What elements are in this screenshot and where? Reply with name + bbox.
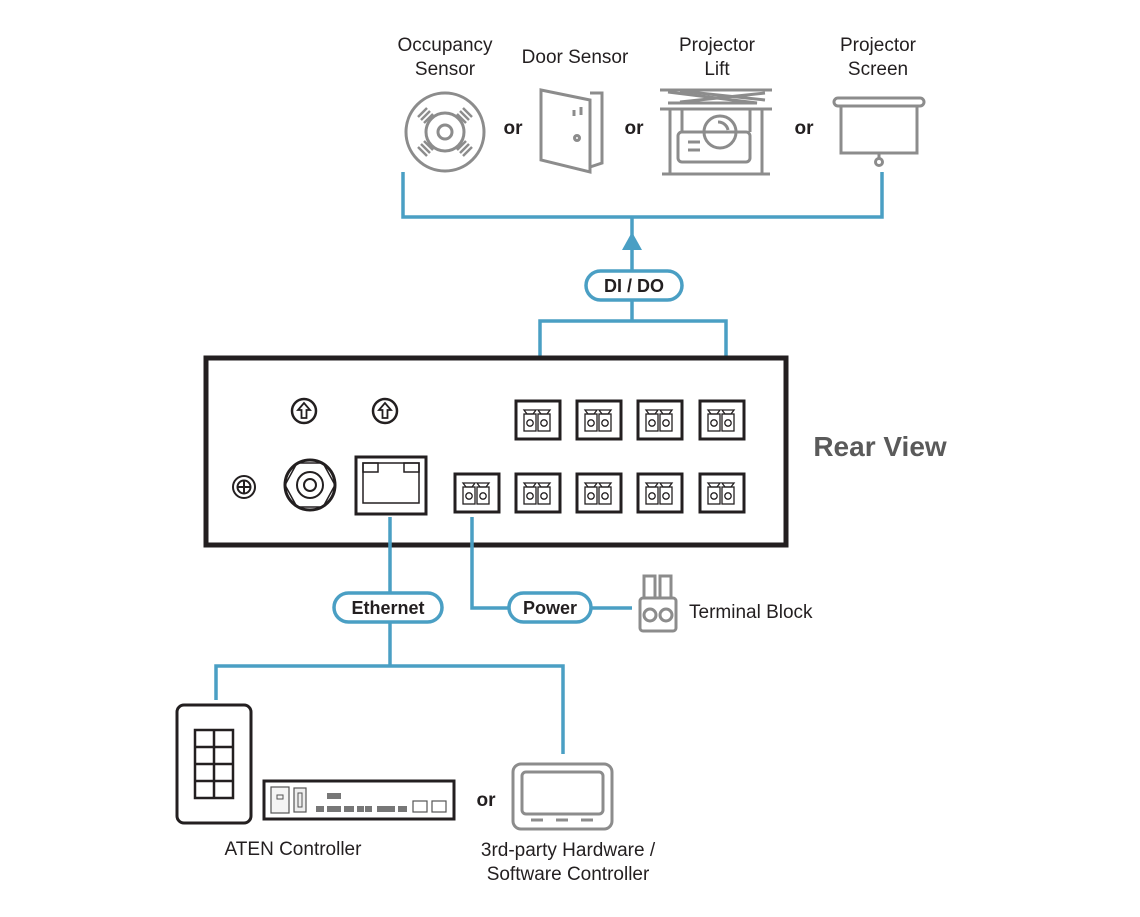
aten-controller-label: ATEN Controller bbox=[225, 839, 363, 860]
terminal-port-7 bbox=[575, 472, 623, 514]
dido-label: DI / DO bbox=[604, 276, 664, 296]
door-sensor-icon bbox=[539, 88, 604, 174]
occupancy-sensor-label-line1: Occupancy bbox=[397, 35, 493, 56]
keypad-icon bbox=[175, 703, 253, 825]
arrow-knob-icon-1 bbox=[290, 397, 318, 425]
door-sensor-label: Door Sensor bbox=[522, 47, 629, 68]
ethernet-label: Ethernet bbox=[351, 598, 424, 618]
ethernet-port-icon bbox=[354, 455, 428, 516]
terminal-port-1 bbox=[514, 399, 562, 441]
terminal-port-9 bbox=[698, 472, 746, 514]
occupancy-sensor-icon bbox=[404, 91, 486, 173]
terminal-port-8 bbox=[636, 472, 684, 514]
dido-bus-wire bbox=[401, 172, 884, 219]
projector-lift-icon bbox=[660, 88, 772, 176]
projector-screen-label-line2: Screen bbox=[848, 59, 908, 80]
rear-view-label: Rear View bbox=[813, 431, 947, 462]
ground-screw-icon bbox=[232, 475, 256, 499]
arrow-knob-icon-2 bbox=[371, 397, 399, 425]
dido-pill bbox=[584, 269, 684, 302]
terminal-block-icon bbox=[638, 574, 678, 633]
ethernet-pill bbox=[332, 591, 444, 624]
terminal-port-2 bbox=[575, 399, 623, 441]
terminal-port-3 bbox=[636, 399, 684, 441]
third-party-controller-icon bbox=[511, 762, 614, 831]
aten-controller-unit-icon bbox=[262, 779, 456, 821]
projector-lift-label-line2: Lift bbox=[704, 59, 730, 80]
power-label: Power bbox=[523, 598, 577, 618]
projector-lift-label-line1: Projector bbox=[679, 35, 756, 56]
or-separator-2: or bbox=[625, 118, 645, 139]
projector-screen-icon bbox=[832, 96, 926, 167]
power-pill bbox=[507, 591, 593, 624]
arrow-up-icon bbox=[622, 232, 642, 250]
third-party-label-line2: Software Controller bbox=[487, 864, 650, 885]
third-party-label-line1: 3rd-party Hardware / bbox=[481, 840, 656, 861]
terminal-port-4 bbox=[698, 399, 746, 441]
rear-panel bbox=[203, 355, 789, 548]
projector-screen-label-line1: Projector bbox=[840, 35, 917, 56]
terminal-ports bbox=[453, 399, 746, 514]
or-separator-1: or bbox=[504, 118, 524, 139]
occupancy-sensor-label-line2: Sensor bbox=[415, 59, 476, 80]
terminal-port-6 bbox=[514, 472, 562, 514]
power-wire-left bbox=[470, 517, 510, 610]
terminal-port-5 bbox=[453, 472, 501, 514]
ethernet-bus-wire bbox=[214, 664, 565, 754]
power-jack-icon bbox=[283, 458, 337, 512]
or-separator-controllers: or bbox=[477, 790, 497, 811]
or-separator-3: or bbox=[795, 118, 815, 139]
terminal-block-label: Terminal Block bbox=[689, 602, 813, 623]
